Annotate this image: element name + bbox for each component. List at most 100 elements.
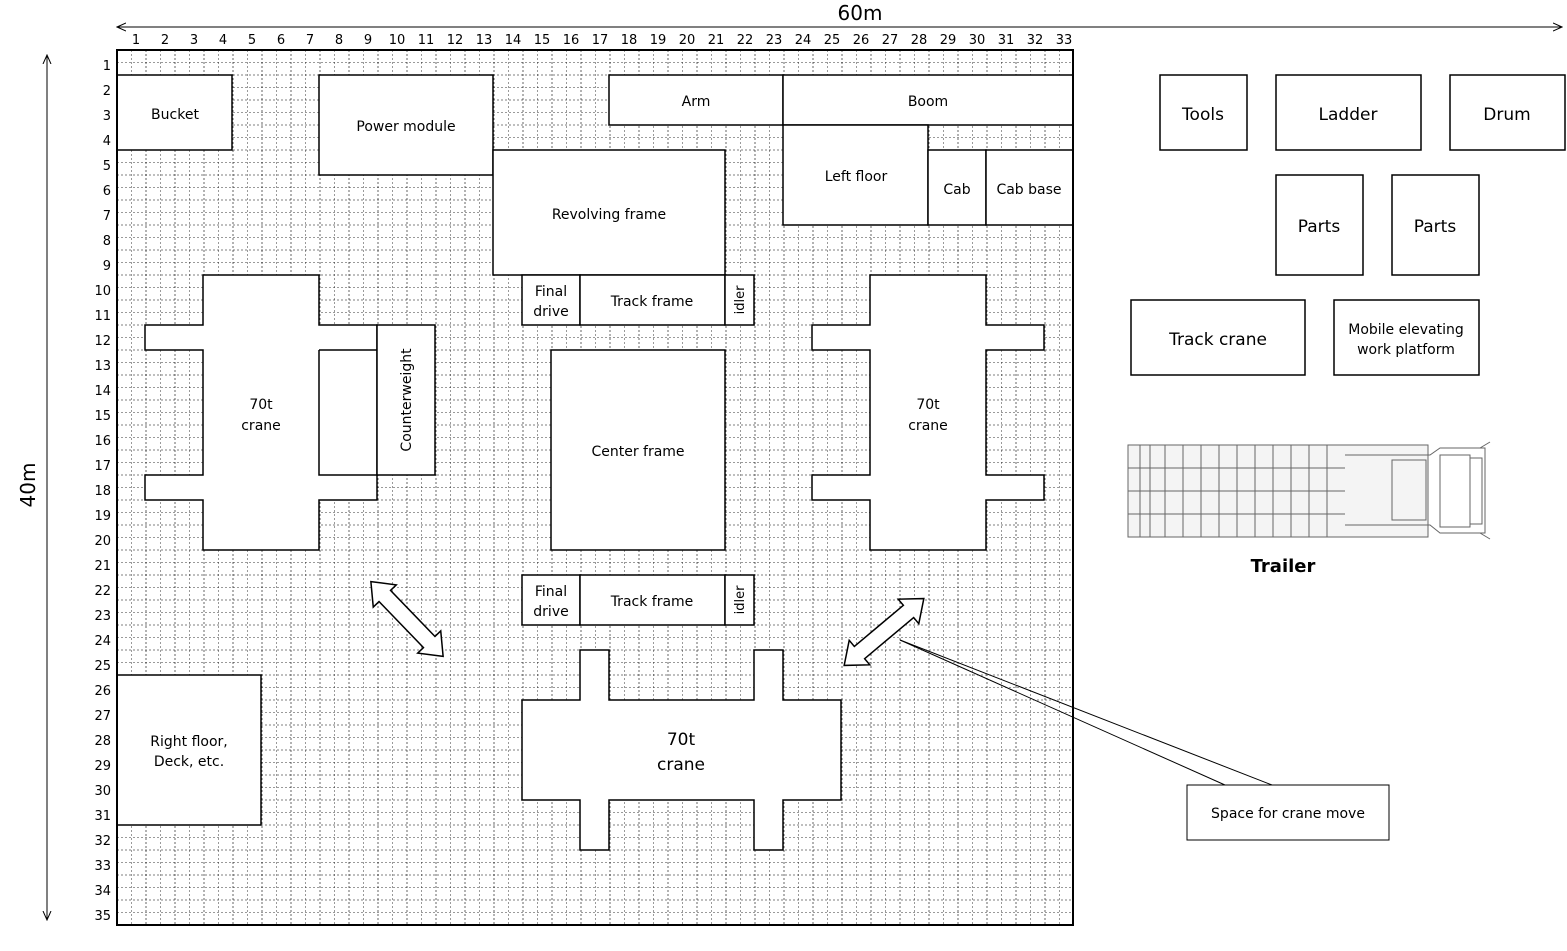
crane-bottom-label-line1: 70t — [667, 730, 696, 750]
column-number: 19 — [650, 33, 667, 48]
row-numbers: 1234567891011121314151617181920212223242… — [94, 59, 111, 924]
row-number: 28 — [94, 734, 111, 749]
column-number: 11 — [418, 33, 435, 48]
row-number: 7 — [103, 209, 111, 224]
row-number: 29 — [94, 759, 111, 774]
column-number: 20 — [679, 33, 696, 48]
row-number: 23 — [94, 609, 111, 624]
mobile-platform-block — [1333, 299, 1480, 376]
row-number: 27 — [94, 709, 111, 724]
column-number: 25 — [824, 33, 841, 48]
row-number: 24 — [94, 634, 111, 649]
row-number: 31 — [94, 809, 111, 824]
final-drive-bottom-label-line1: Final — [535, 584, 567, 600]
site-boundary — [116, 49, 1074, 926]
row-number: 19 — [94, 509, 111, 524]
column-number: 9 — [364, 33, 372, 48]
crane-bottom-label-line2: crane — [657, 755, 705, 775]
parts-block-2 — [1391, 174, 1480, 276]
height-dimension-label: 40m — [16, 463, 40, 508]
crane-move-arrow-left — [370, 580, 444, 658]
right-floor-label-line1: Right floor, — [150, 734, 227, 750]
row-number: 15 — [94, 409, 111, 424]
final-drive-top-label-line1: Final — [535, 284, 567, 300]
callout-box — [1186, 784, 1390, 841]
row-number: 2 — [103, 84, 111, 99]
track-frame-top-block — [579, 274, 726, 326]
row-number: 10 — [94, 284, 111, 299]
column-number: 2 — [161, 33, 169, 48]
column-number: 24 — [795, 33, 812, 48]
bucket-label: Bucket — [151, 107, 199, 123]
crane-left-label-line2: crane — [241, 418, 281, 434]
mobile-platform-label-line2: work platform — [1357, 342, 1455, 358]
counterweight-block — [376, 324, 436, 476]
column-number: 5 — [248, 33, 256, 48]
cab-base-label: Cab base — [996, 182, 1061, 198]
trailer-icon — [1127, 441, 1491, 540]
column-number: 8 — [335, 33, 343, 48]
center-frame-label: Center frame — [591, 444, 684, 460]
crane-left-outline — [144, 274, 378, 551]
row-number: 5 — [103, 159, 111, 174]
column-number: 3 — [190, 33, 198, 48]
parts-block-1 — [1275, 174, 1364, 276]
boom-block — [782, 74, 1074, 126]
column-number: 26 — [853, 33, 870, 48]
crane-right-outline — [811, 274, 1045, 551]
track-crane-label: Track crane — [1168, 330, 1267, 350]
tools-label: Tools — [1181, 105, 1224, 125]
idler-top-block — [724, 274, 755, 326]
crane-bottom-outline — [521, 649, 842, 851]
crane-left-label-line1: 70t — [249, 397, 273, 413]
column-number: 22 — [737, 33, 754, 48]
final-drive-top-block — [521, 274, 581, 326]
row-number: 16 — [94, 434, 111, 449]
column-number: 23 — [766, 33, 783, 48]
parts-label-1: Parts — [1298, 217, 1341, 237]
column-number: 1 — [132, 33, 140, 48]
revolving-frame-block — [492, 149, 726, 276]
cab-label: Cab — [943, 182, 970, 198]
cab-block — [927, 149, 987, 226]
row-number: 14 — [94, 384, 111, 399]
drum-label: Drum — [1483, 105, 1530, 125]
column-number: 15 — [534, 33, 551, 48]
column-number: 28 — [911, 33, 928, 48]
callout-label: Space for crane move — [1211, 806, 1365, 822]
column-number: 10 — [389, 33, 406, 48]
parts-label-2: Parts — [1414, 217, 1457, 237]
column-number: 12 — [447, 33, 464, 48]
row-number: 25 — [94, 659, 111, 674]
row-number: 8 — [103, 234, 111, 249]
right-floor-label-line2: Deck, etc. — [154, 754, 224, 770]
column-number: 27 — [882, 33, 899, 48]
center-frame-block — [550, 349, 726, 551]
column-number: 30 — [969, 33, 986, 48]
idler-bottom-label: idler — [733, 585, 748, 614]
crane-left-outrigger-line — [318, 350, 377, 476]
right-floor-block — [116, 674, 262, 826]
tools-block — [1159, 74, 1248, 151]
crane-right-label-line1: 70t — [916, 397, 940, 413]
drum-block — [1449, 74, 1566, 151]
row-number: 35 — [94, 909, 111, 924]
left-floor-label: Left floor — [825, 169, 888, 185]
crane-move-arrow-right — [843, 597, 925, 667]
row-number: 32 — [94, 834, 111, 849]
final-drive-bottom-label-line2: drive — [533, 604, 568, 620]
row-number: 22 — [94, 584, 111, 599]
callout-leader-line — [899, 639, 1273, 786]
row-number: 20 — [94, 534, 111, 549]
trailer-label: Trailer — [1251, 556, 1316, 577]
column-number: 6 — [277, 33, 285, 48]
ladder-label: Ladder — [1319, 105, 1378, 125]
column-number: 7 — [306, 33, 314, 48]
width-dimension-label: 60m — [838, 1, 883, 25]
idler-bottom-block — [724, 574, 755, 626]
row-number: 13 — [94, 359, 111, 374]
power-module-label: Power module — [356, 119, 455, 135]
column-number: 31 — [998, 33, 1015, 48]
row-number: 6 — [103, 184, 111, 199]
